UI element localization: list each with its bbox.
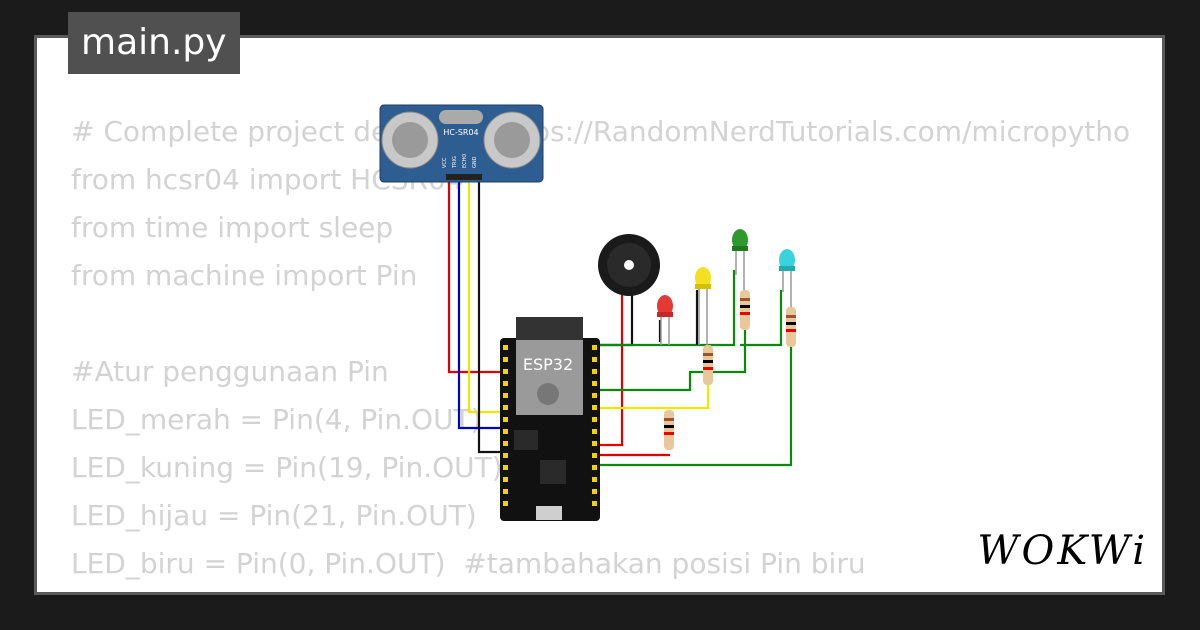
sensor-pin-vcc: VCC	[442, 157, 448, 168]
code-line: from time import sleep	[71, 211, 394, 244]
wire-yellow-led	[596, 380, 710, 410]
code-preview: # Complete project details at https://Ra…	[71, 108, 1131, 592]
led-red	[657, 295, 673, 345]
code-line: #Atur penggunaan Pin	[71, 355, 389, 388]
led-yellow	[695, 267, 711, 345]
resistor-green-led	[740, 290, 750, 330]
board-label: ESP32	[523, 355, 573, 374]
resistor-cyan-led	[786, 307, 796, 347]
code-line: from machine import Pin	[71, 259, 418, 292]
led-cyan	[779, 249, 795, 310]
code-line: LED_merah = Pin(4, Pin.OUT)	[71, 403, 482, 436]
code-line: LED_hijau = Pin(21, Pin.OUT)	[71, 499, 477, 532]
sensor-pin-gnd: GND	[472, 156, 478, 168]
resistor-yellow-led	[703, 345, 713, 385]
sensor-label: HC-SR04	[443, 128, 478, 137]
sensor-pin-trig: TRIG	[452, 156, 458, 169]
sensor-pin-echo: ECHO	[462, 154, 468, 168]
buzzer	[598, 234, 660, 296]
esp32-board: ESP32	[500, 317, 600, 521]
file-tab[interactable]: main.py	[68, 12, 240, 74]
wire-buzzer-neg	[596, 295, 634, 347]
wire-vcc	[447, 180, 512, 374]
wire-cyan-led	[596, 345, 793, 467]
wire-green-led	[596, 325, 747, 392]
ultrasonic-sensor: HC-SR04 VCC TRIG ECHO GND	[379, 104, 544, 183]
resistors	[664, 290, 796, 450]
code-line: LED_biru = Pin(0, Pin.OUT) #tambahakan p…	[71, 547, 866, 580]
pin-header-left	[503, 345, 508, 506]
wire-gnd-led	[596, 270, 736, 347]
pin-header-right	[592, 345, 597, 506]
wire-cyan-gnd	[740, 290, 783, 347]
led-green	[732, 229, 748, 290]
code-line: LED_kuning = Pin(19, Pin.OUT)	[71, 451, 503, 484]
wokwi-logo: WOKWi	[977, 528, 1148, 574]
resistor-red-led	[664, 410, 674, 450]
